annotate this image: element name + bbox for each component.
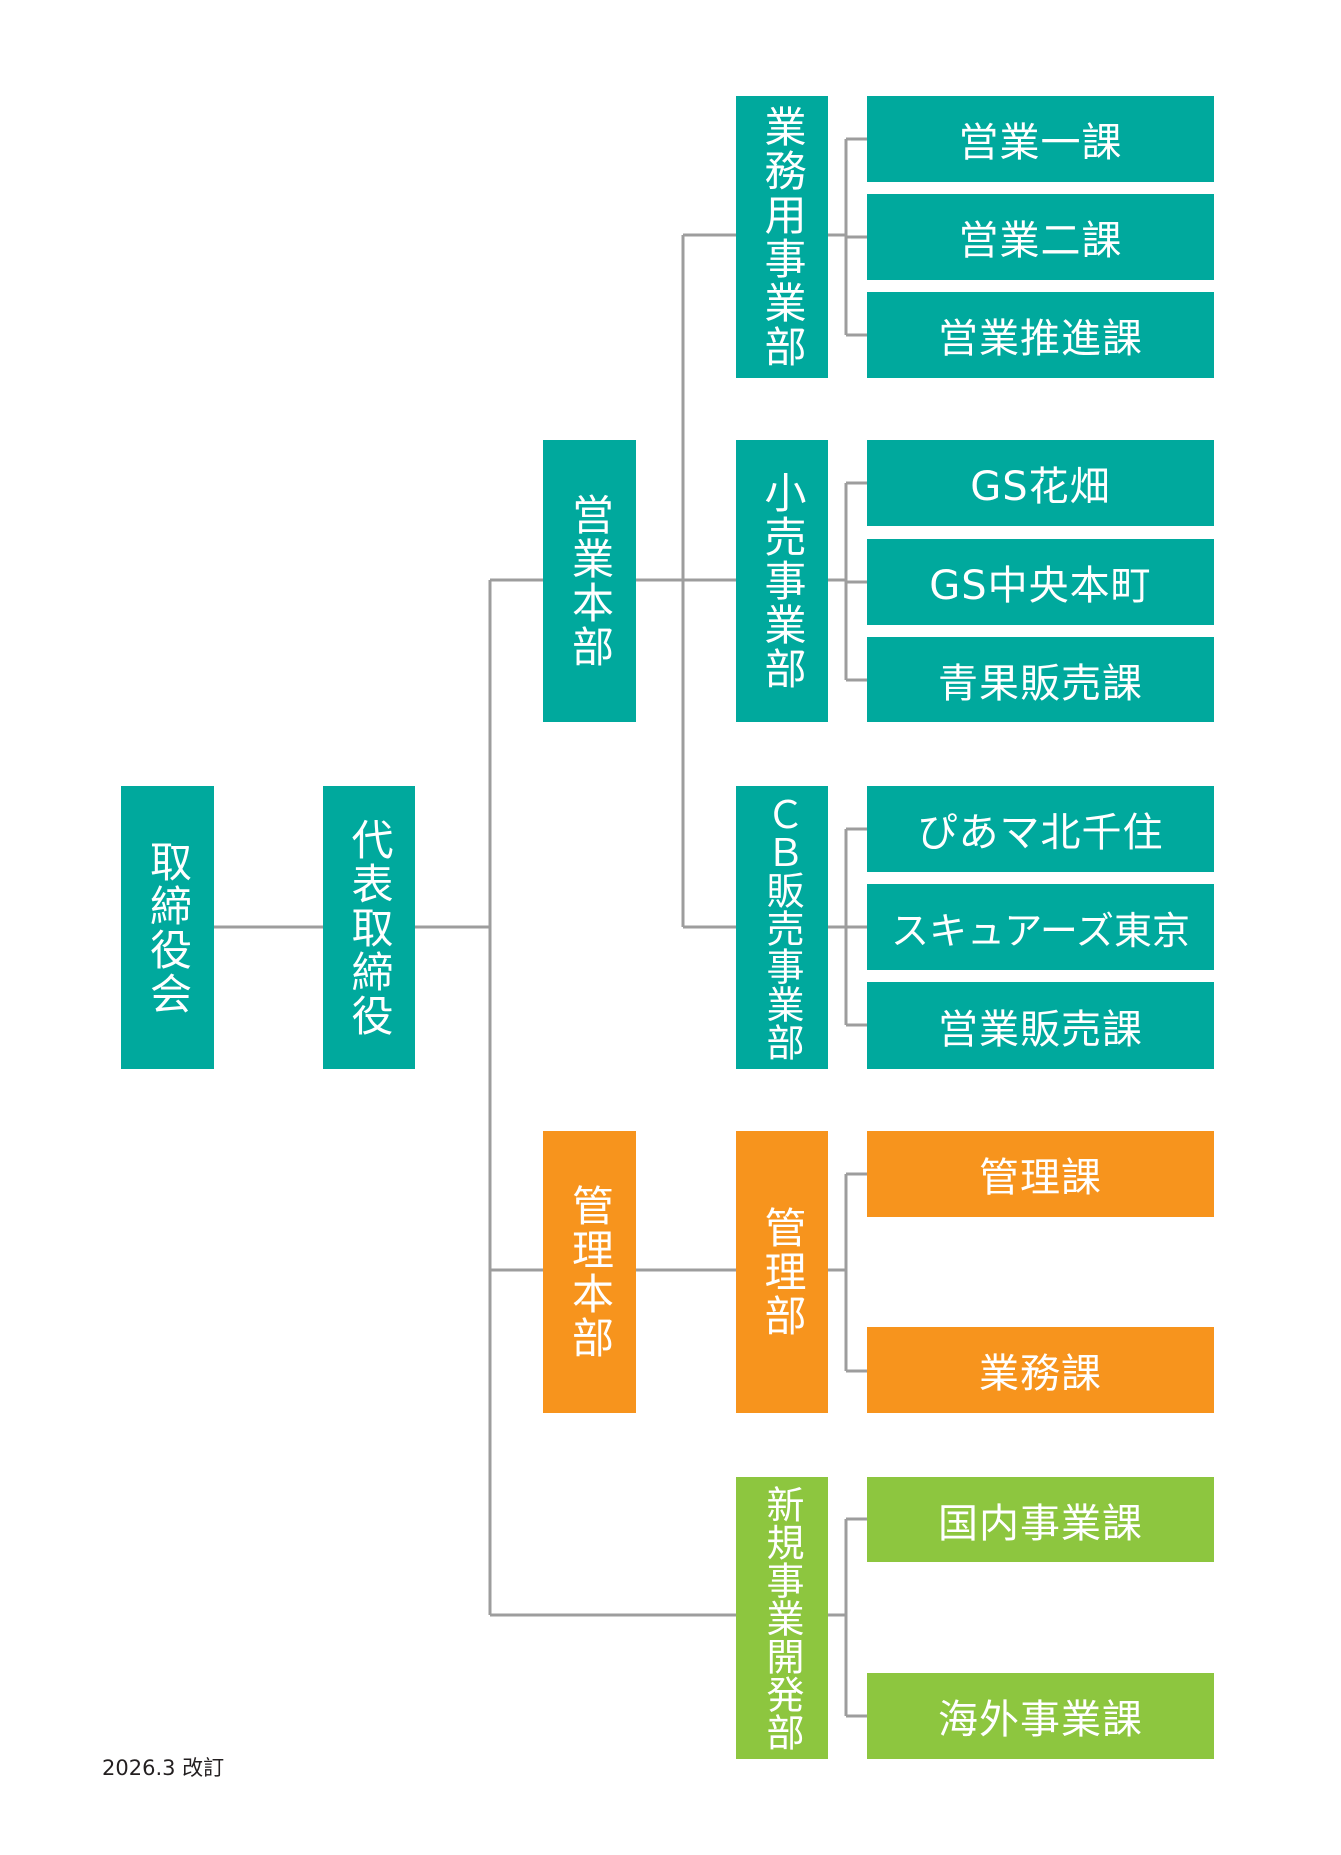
section-kanri: 管理課 (867, 1131, 1214, 1217)
ceo-box: 代表取締役 (323, 786, 415, 1069)
section-gs-hanahata: GS花畑 (867, 440, 1214, 526)
board-of-directors-box: 取締役会 (121, 786, 214, 1069)
gyomu-department-box: 業務用事業部 (736, 96, 828, 378)
section-eigyo-ikka: 営業一課 (867, 96, 1214, 182)
sales-division-box: 営業本部 (543, 440, 636, 722)
section-gs-chuohoncho: GS中央本町 (867, 539, 1214, 625)
section-gyomu: 業務課 (867, 1327, 1214, 1413)
section-eigyo-suishin: 営業推進課 (867, 292, 1214, 378)
section-eigyo-hanbai: 営業販売課 (867, 982, 1214, 1069)
shinki-department-box: 新規事業開発部 (736, 1477, 828, 1759)
section-eigyo-nika: 営業二課 (867, 194, 1214, 280)
admin-division-box: 管理本部 (543, 1131, 636, 1413)
section-seika-hanbai: 青果販売課 (867, 637, 1214, 722)
kouri-department-box: 小売事業部 (736, 440, 828, 722)
section-kokunai-jigyo: 国内事業課 (867, 1477, 1214, 1562)
section-skewers-tokyo: スキュアーズ東京 (867, 884, 1214, 970)
section-kaigai-jigyo: 海外事業課 (867, 1673, 1214, 1759)
cb-department-box: ＣＢ販売事業部 (736, 786, 828, 1069)
revision-note: 2026.3 改訂 (102, 1756, 225, 1780)
kanri-department-box: 管理部 (736, 1131, 828, 1413)
section-piama-kitasenju: ぴあマ北千住 (867, 786, 1214, 872)
